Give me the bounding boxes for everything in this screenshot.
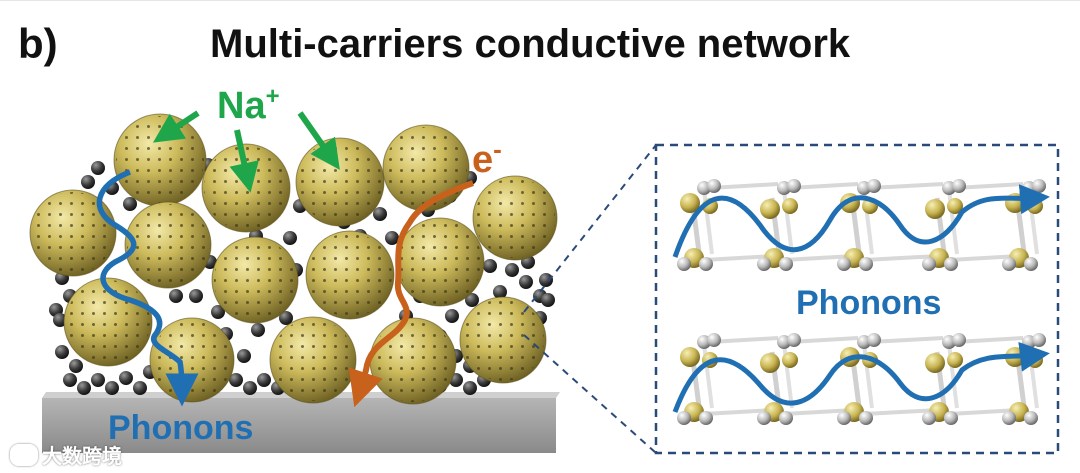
electron-label: e- (472, 134, 502, 181)
watermark: 大数跨境 (10, 440, 122, 469)
phonons-label-inset: Phonons (796, 284, 941, 322)
sodium-ion-label: Na+ (217, 83, 280, 127)
watermark-logo-icon (10, 444, 38, 466)
phonons-label-left: Phonons (108, 409, 253, 447)
watermark-text: 大数跨境 (42, 440, 122, 469)
